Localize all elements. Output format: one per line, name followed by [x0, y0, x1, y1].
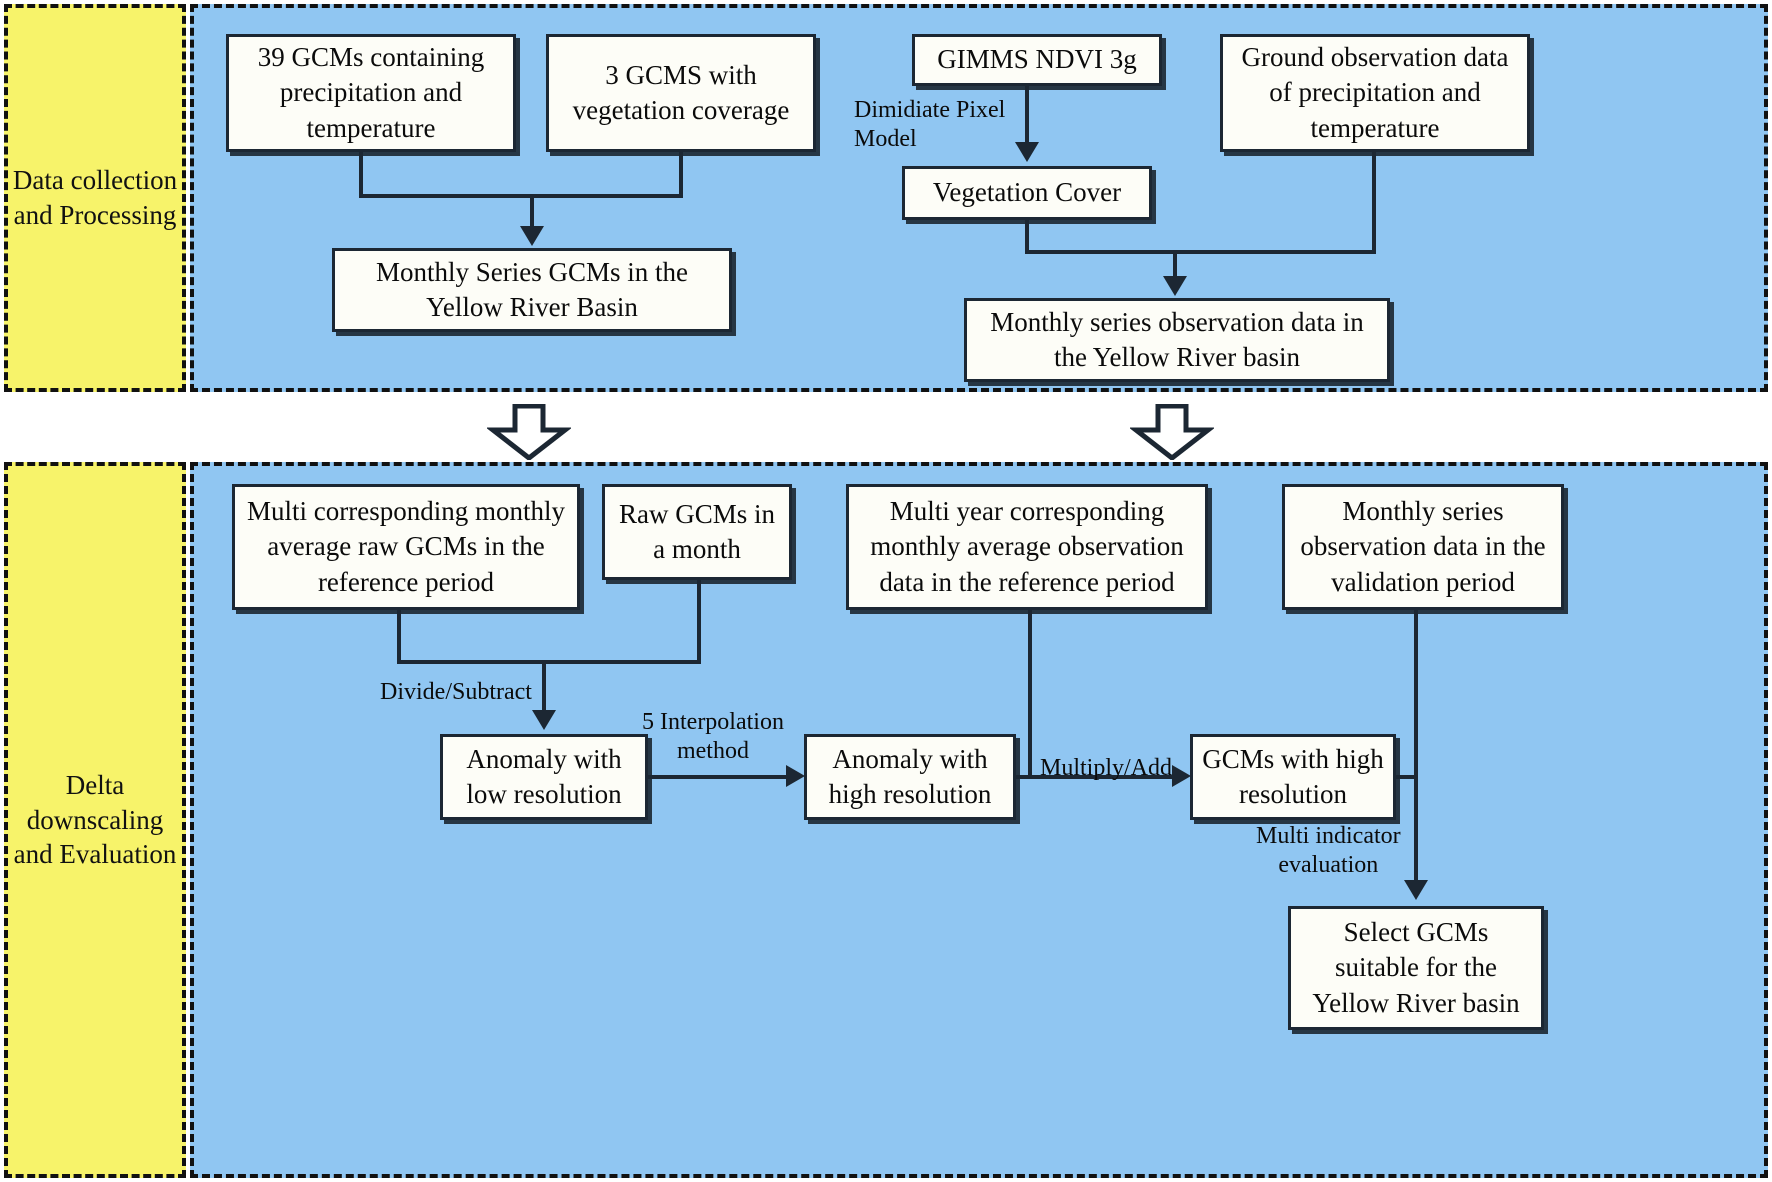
- connector-to-monthly-obs: [1173, 250, 1177, 278]
- edge-label-dimidiate-pixel-model: Dimidiate Pixel Model: [854, 97, 1006, 153]
- connector-39gcms-down: [359, 152, 363, 194]
- node-monthly-validation: Monthly series observation data in the v…: [1282, 484, 1564, 610]
- connector-gcmshigh-right: [1396, 775, 1418, 779]
- connector-merge-anomaly-low: [397, 660, 701, 664]
- connector-anomalylow-to-anomalyhigh: [648, 775, 786, 779]
- node-anomaly-low-resolution: Anomaly with low resolution: [440, 734, 648, 820]
- arrowhead-gimms-to-vegcover: [1015, 142, 1039, 162]
- arrowhead-to-anomaly-high: [786, 765, 805, 787]
- node-gcms-high-resolution: GCMs with high resolution: [1190, 734, 1396, 820]
- node-vegetation-cover: Vegetation Cover: [902, 166, 1152, 220]
- edge-label-divide-subtract: Divide/Subtract: [380, 679, 532, 705]
- node-ground-observation: Ground observation data of precipitation…: [1220, 34, 1530, 152]
- node-39-gcms: 39 GCMs containing precipitation and tem…: [226, 34, 516, 152]
- node-multi-raw-gcms: Multi corresponding monthly average raw …: [232, 484, 580, 610]
- arrowhead-to-select-gcms: [1404, 880, 1428, 900]
- arrowhead-to-anomaly-low: [532, 710, 556, 730]
- connector-to-monthly-gcms: [530, 194, 534, 228]
- connector-multirawgcms-down: [397, 610, 401, 660]
- node-raw-gcms-month: Raw GCMs in a month: [602, 484, 792, 580]
- node-3-gcms-vegetation: 3 GCMS with vegetation coverage: [546, 34, 816, 152]
- node-anomaly-high-resolution: Anomaly with high resolution: [804, 734, 1016, 820]
- section-panel-data-collection: 39 GCMs containing precipitation and tem…: [190, 4, 1768, 392]
- connector-multiyearobs-down: [1028, 610, 1032, 775]
- connector-anomalyhigh-to-gcmshigh: [1016, 775, 1172, 779]
- section-band-delta-downscaling: Delta downscaling and Evaluation: [4, 462, 186, 1178]
- section-band-label-data-collection: Data collection and Processing: [12, 165, 178, 230]
- node-monthly-series-observation: Monthly series observation data in the Y…: [964, 298, 1390, 382]
- arrowhead-to-gcms-high: [1172, 765, 1191, 787]
- section-transition-arrow-right: [1130, 404, 1214, 460]
- node-multi-year-observation: Multi year corresponding monthly average…: [846, 484, 1208, 610]
- section-band-data-collection: Data collection and Processing: [4, 4, 186, 392]
- connector-3gcms-down: [679, 152, 683, 194]
- connector-vegcover-down: [1025, 220, 1029, 250]
- connector-to-select-gcms: [1414, 775, 1418, 883]
- node-select-gcms: Select GCMs suitable for the Yellow Rive…: [1288, 906, 1544, 1030]
- arrowhead-to-monthly-gcms: [520, 226, 544, 246]
- connector-groundobs-down: [1372, 152, 1376, 250]
- connector-validation-down: [1414, 610, 1418, 775]
- edge-label-multi-indicator-evaluation: Multi indicator evaluation: [1256, 823, 1401, 879]
- edge-label-multiply-add: Multiply/Add: [1040, 755, 1173, 781]
- node-gimms-ndvi: GIMMS NDVI 3g: [912, 34, 1162, 86]
- connector-gimms-to-vegcover: [1025, 86, 1029, 144]
- section-band-label-delta-downscaling: Delta downscaling and Evaluation: [13, 770, 177, 870]
- section-transition-arrow-left: [487, 404, 571, 460]
- section-panel-delta-downscaling: Multi corresponding monthly average raw …: [190, 462, 1768, 1178]
- connector-merge-observation: [1025, 250, 1376, 254]
- connector-merge-gcms: [359, 194, 683, 198]
- connector-rawgcms-down: [697, 580, 701, 660]
- connector-to-anomaly-low: [542, 660, 546, 710]
- arrowhead-to-monthly-obs: [1163, 276, 1187, 296]
- node-monthly-series-gcms: Monthly Series GCMs in the Yellow River …: [332, 248, 732, 332]
- edge-label-interpolation: 5 Interpolation method: [642, 709, 784, 765]
